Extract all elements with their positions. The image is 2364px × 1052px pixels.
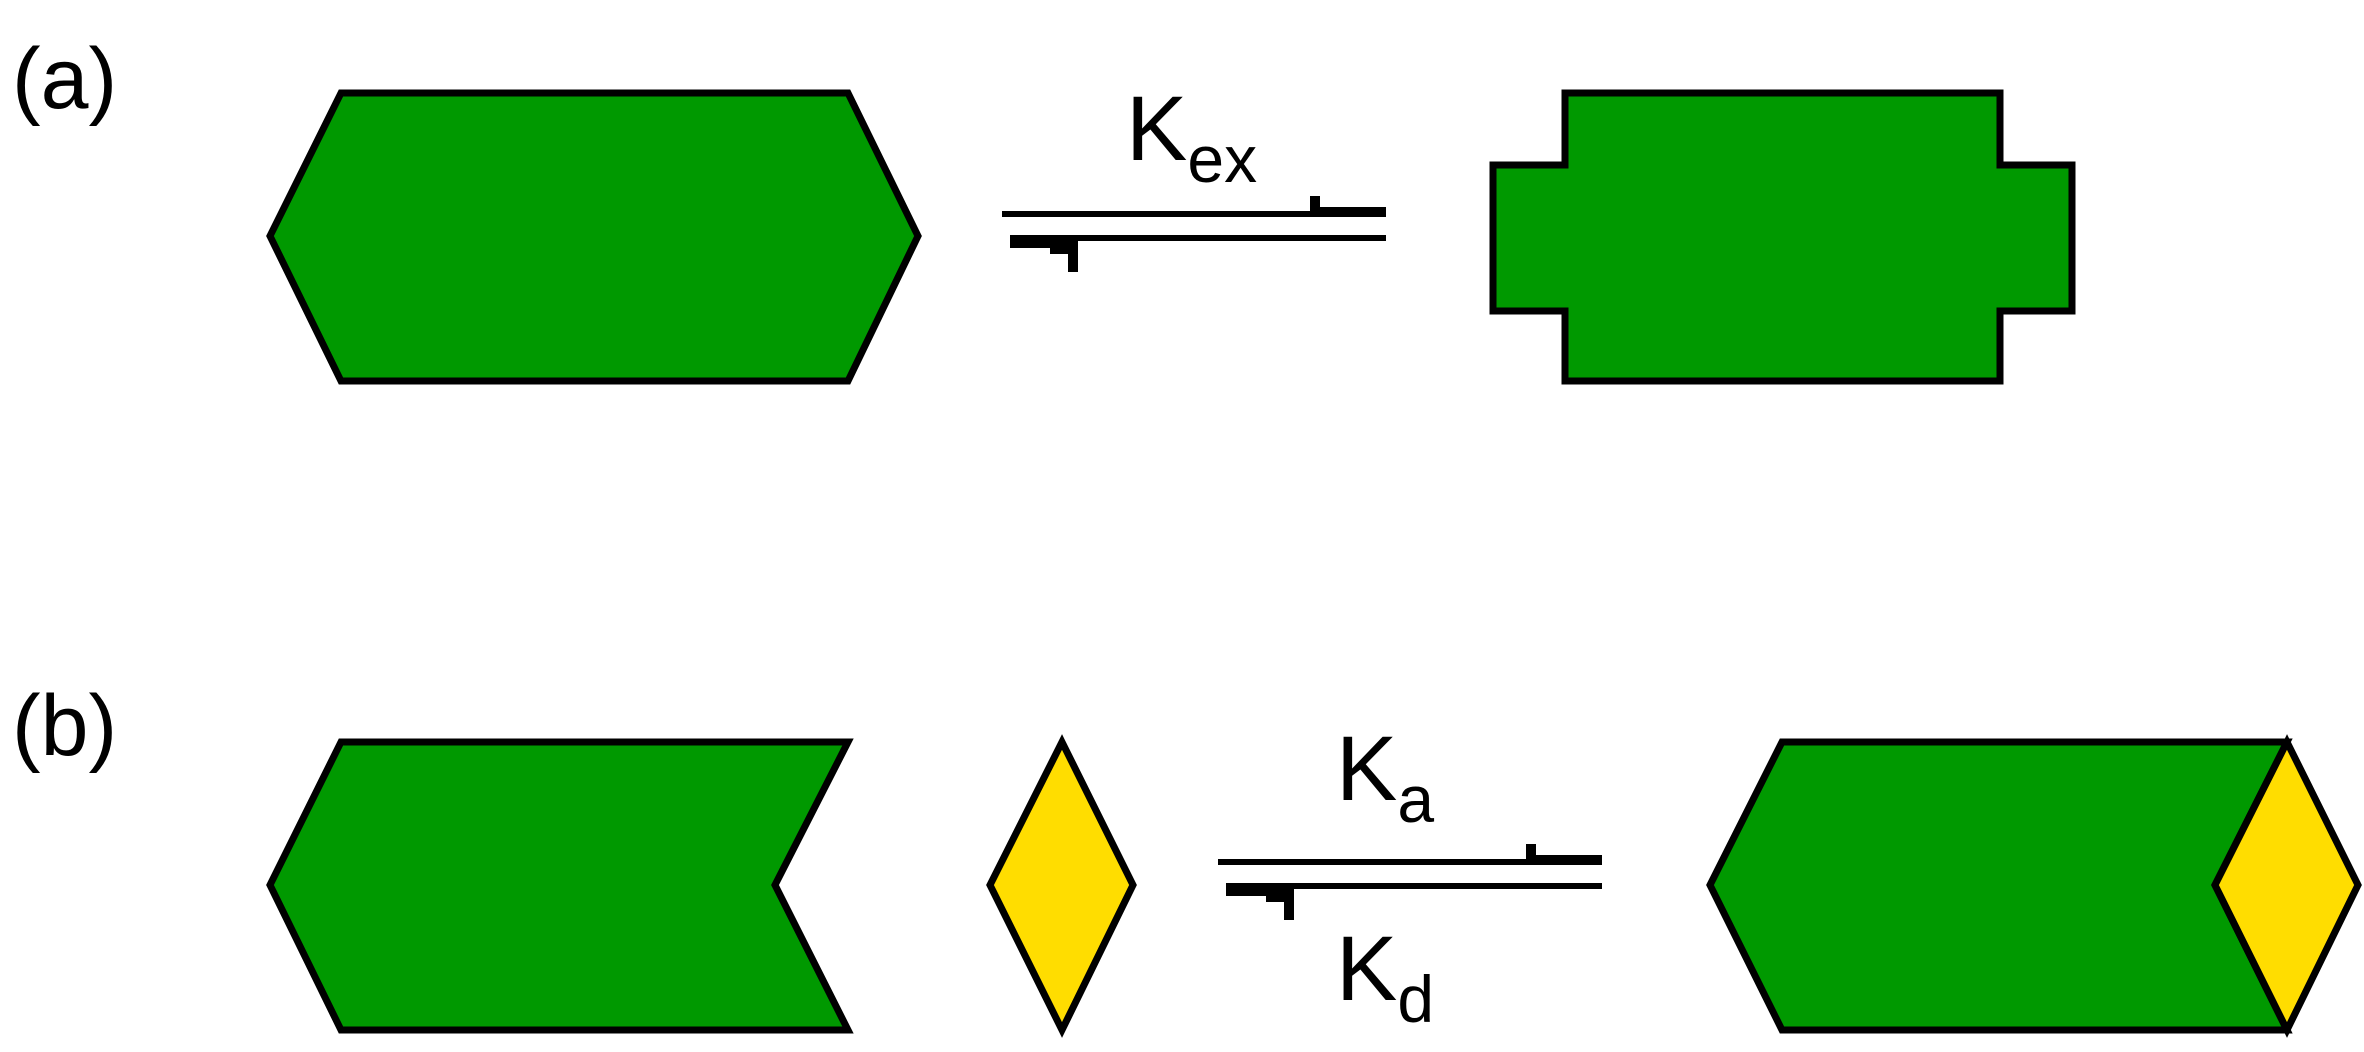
equilibrium-arrow-binding xyxy=(1218,844,1602,920)
panel-b-label: (b) xyxy=(12,678,117,774)
rate-constant-kex: Kex xyxy=(1126,78,1257,196)
rate-constant-ka: Ka xyxy=(1336,718,1434,836)
protein-cross-state xyxy=(1489,89,2076,385)
ligand-diamond xyxy=(986,734,1137,1038)
equilibrium-arrow-kex xyxy=(1002,196,1386,272)
complex-ligand-diamond xyxy=(2211,734,2362,1038)
panel-a-label: (a) xyxy=(12,31,117,127)
receptor-ligand-complex xyxy=(1706,734,2362,1038)
rate-constant-kd: Kd xyxy=(1336,918,1434,1036)
receptor-with-binding-notch xyxy=(266,738,854,1034)
protein-hexagon-state xyxy=(266,89,922,385)
complex-receptor xyxy=(1706,738,2293,1034)
